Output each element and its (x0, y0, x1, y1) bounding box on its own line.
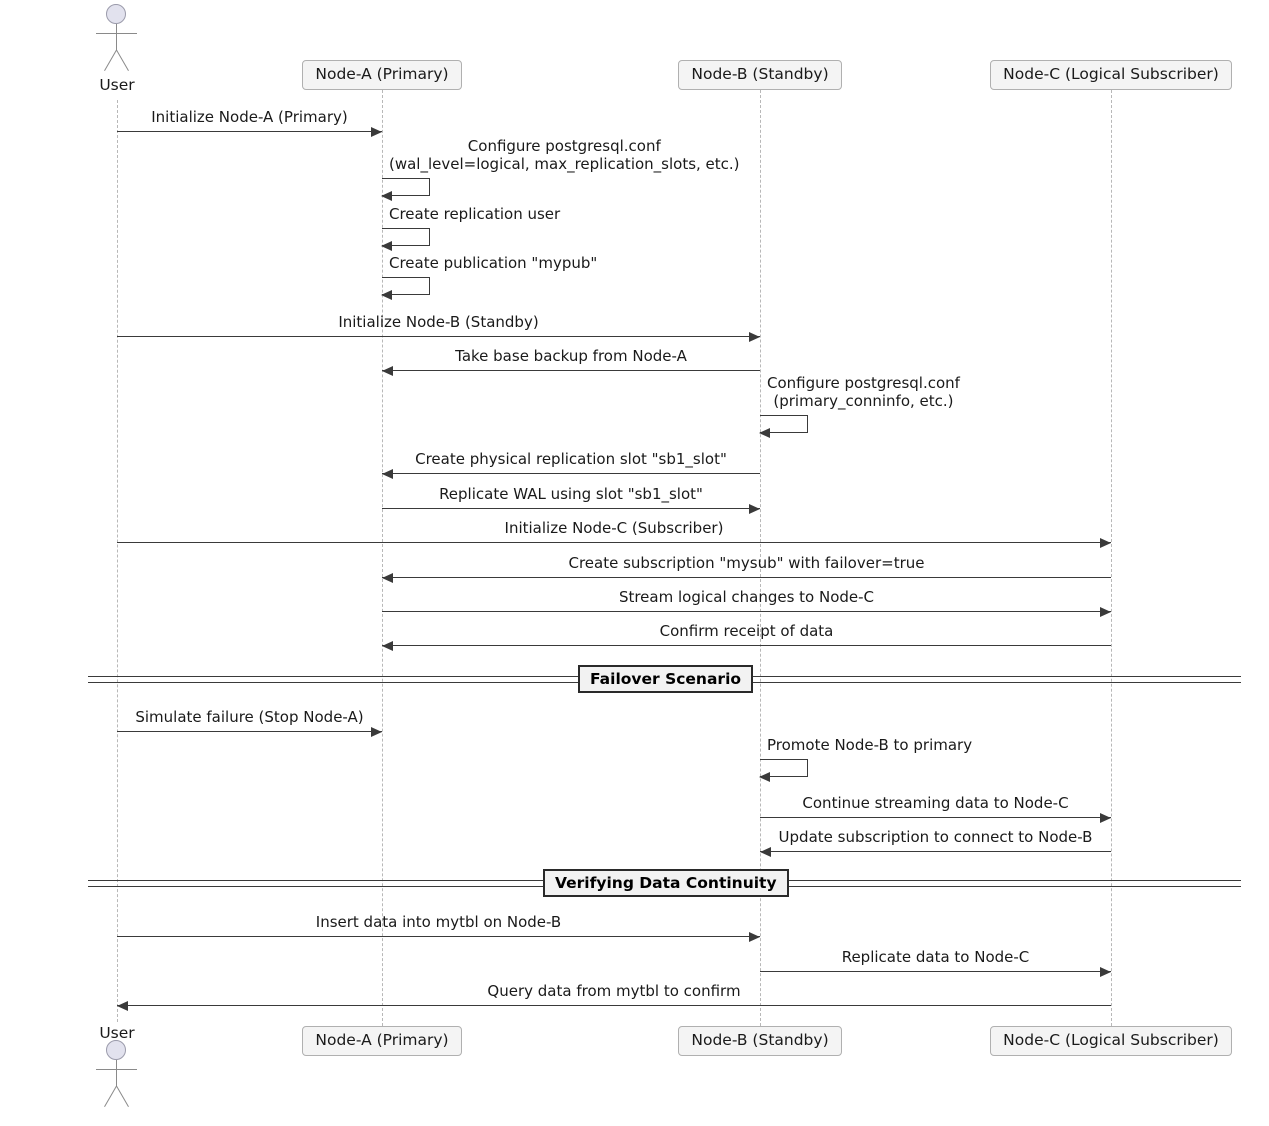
self-message-arrowhead-3 (381, 241, 392, 251)
actor-head-icon (106, 4, 126, 24)
actor-label-top: User (99, 76, 135, 94)
message-label-20: Query data from mytbl to confirm (487, 982, 741, 1000)
message-arrowhead-12 (1100, 607, 1111, 617)
message-line-18 (117, 936, 760, 937)
message-label-13: Confirm receipt of data (659, 622, 834, 640)
actor-leg-left (104, 1085, 117, 1108)
self-message-arrowhead-2 (381, 191, 392, 201)
message-label-1: Initialize Node-A (Primary) (151, 108, 348, 126)
message-arrowhead-11 (382, 573, 393, 583)
message-label-12: Stream logical changes to Node-C (618, 588, 875, 606)
message-label-10: Initialize Node-C (Subscriber) (504, 519, 724, 537)
self-message-arrowhead-4 (381, 290, 392, 300)
participant-nodec-bottom[interactable]: Node-C (Logical Subscriber) (990, 1026, 1232, 1056)
self-message-label-4: Create publication "mypub" (389, 254, 598, 272)
message-line-20 (117, 1005, 1111, 1006)
self-message-loop-3 (382, 228, 430, 246)
message-arrowhead-10 (1100, 538, 1111, 548)
message-line-6 (382, 370, 760, 371)
message-arrowhead-8 (382, 469, 393, 479)
message-arrowhead-6 (382, 366, 393, 376)
self-message-label-2: Configure postgresql.conf (wal_level=log… (389, 137, 740, 173)
participant-nodea-bottom[interactable]: Node-A (Primary) (302, 1026, 462, 1056)
message-line-12 (382, 611, 1111, 612)
actor-top (87, 4, 147, 72)
message-label-9: Replicate WAL using slot "sb1_slot" (439, 485, 703, 503)
divider-box-verifying: Verifying Data Continuity (543, 869, 789, 897)
actor-head-icon (106, 1040, 126, 1060)
message-line-5 (117, 336, 760, 337)
message-label-19: Replicate data to Node-C (841, 948, 1030, 966)
actor-arms-line (96, 1069, 137, 1070)
message-line-14 (117, 731, 382, 732)
message-arrowhead-13 (382, 641, 393, 651)
participant-nodeb-top[interactable]: Node-B (Standby) (678, 60, 842, 90)
actor-label-bottom: User (99, 1024, 135, 1042)
actor-leg-left (104, 49, 117, 72)
lifeline-nodea (382, 90, 383, 1026)
self-message-label-15: Promote Node-B to primary (767, 736, 973, 754)
self-message-loop-7 (760, 415, 808, 433)
message-label-18: Insert data into mytbl on Node-B (315, 913, 562, 931)
message-line-19 (760, 971, 1111, 972)
actor-arms-line (96, 33, 137, 34)
message-label-17: Update subscription to connect to Node-B (778, 828, 1093, 846)
actor-bottom (87, 1040, 147, 1108)
message-arrowhead-19 (1100, 967, 1111, 977)
message-arrowhead-9 (749, 504, 760, 514)
self-message-label-7: Configure postgresql.conf (primary_conni… (767, 374, 960, 410)
actor-leg-right (116, 1085, 129, 1108)
message-label-8: Create physical replication slot "sb1_sl… (415, 450, 727, 468)
message-label-16: Continue streaming data to Node-C (802, 794, 1069, 812)
participant-nodeb-bottom[interactable]: Node-B (Standby) (678, 1026, 842, 1056)
participant-nodea-top[interactable]: Node-A (Primary) (302, 60, 462, 90)
message-line-17 (760, 851, 1111, 852)
actor-leg-right (116, 49, 129, 72)
message-label-5: Initialize Node-B (Standby) (338, 313, 539, 331)
message-arrowhead-18 (749, 932, 760, 942)
message-arrowhead-16 (1100, 813, 1111, 823)
message-arrowhead-20 (117, 1001, 128, 1011)
message-line-13 (382, 645, 1111, 646)
actor-body-line (116, 1060, 117, 1086)
self-message-label-3: Create replication user (389, 205, 561, 223)
message-label-6: Take base backup from Node-A (455, 347, 687, 365)
message-arrowhead-1 (371, 127, 382, 137)
lifeline-nodec (1111, 90, 1112, 1026)
message-line-9 (382, 508, 760, 509)
self-message-loop-15 (760, 759, 808, 777)
self-message-loop-4 (382, 277, 430, 295)
self-message-arrowhead-15 (759, 772, 770, 782)
message-line-16 (760, 817, 1111, 818)
lifeline-nodeb (760, 90, 761, 1026)
message-arrowhead-14 (371, 727, 382, 737)
message-line-10 (117, 542, 1111, 543)
message-line-11 (382, 577, 1111, 578)
message-arrowhead-5 (749, 332, 760, 342)
self-message-arrowhead-7 (759, 428, 770, 438)
message-label-14: Simulate failure (Stop Node-A) (135, 708, 364, 726)
lifeline-user (117, 100, 118, 1022)
actor-body-line (116, 24, 117, 50)
message-label-11: Create subscription "mysub" with failove… (568, 554, 925, 572)
message-line-8 (382, 473, 760, 474)
divider-box-failover: Failover Scenario (578, 665, 754, 693)
message-arrowhead-17 (760, 847, 771, 857)
message-line-1 (117, 131, 382, 132)
self-message-loop-2 (382, 178, 430, 196)
participant-nodec-top[interactable]: Node-C (Logical Subscriber) (990, 60, 1232, 90)
